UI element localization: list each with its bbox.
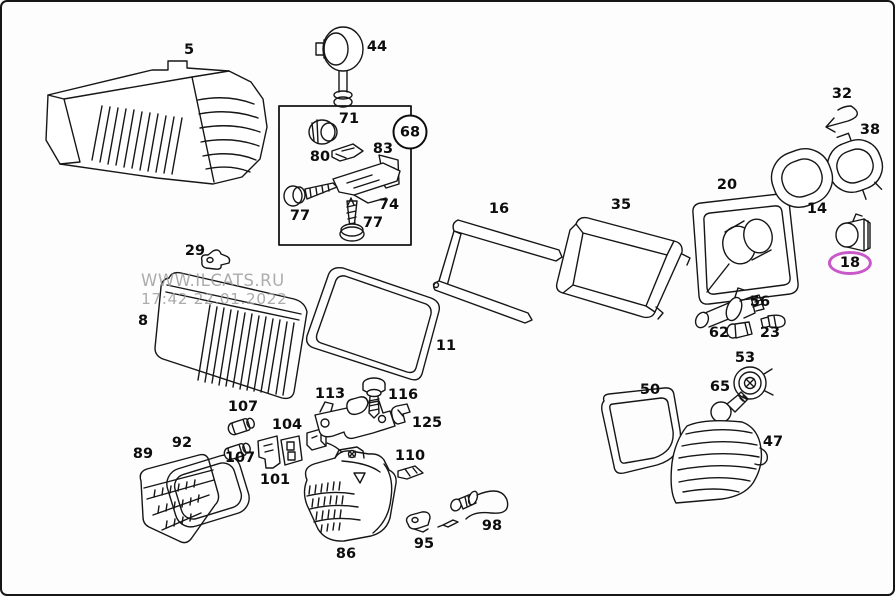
part-20-reflector-housing [692, 193, 799, 305]
part-95-clip [405, 511, 431, 533]
part-116-screw [362, 377, 386, 419]
part-89-fog-lamp-lens [139, 453, 220, 544]
part-label-32[interactable]: 32 [831, 86, 853, 102]
part-label-104[interactable]: 104 [271, 417, 303, 433]
part-label-62[interactable]: 62 [708, 325, 730, 341]
part-11-lens-seal [305, 266, 441, 381]
part-label-98[interactable]: 98 [481, 518, 503, 534]
part-label-89[interactable]: 89 [132, 446, 154, 462]
part-label-29[interactable]: 29 [184, 243, 206, 259]
part-label-8[interactable]: 8 [137, 313, 149, 329]
part-label-113[interactable]: 113 [314, 386, 346, 402]
part-14-seal-ring [770, 148, 834, 208]
part-label-65[interactable]: 65 [709, 379, 731, 395]
part-label-110[interactable]: 110 [394, 448, 426, 464]
part-label-116[interactable]: 116 [387, 387, 419, 403]
part-29-clip [200, 249, 231, 270]
part-50-turn-signal-seal [601, 387, 682, 475]
part-label-38[interactable]: 38 [859, 122, 881, 138]
part-label-11[interactable]: 11 [435, 338, 457, 354]
part-53-bulb-socket [733, 366, 774, 400]
part-label-74[interactable]: 74 [378, 197, 400, 213]
hardware-kit-box [278, 105, 412, 246]
part-label-20[interactable]: 20 [716, 177, 738, 193]
part-38-retaining-ring [826, 132, 884, 200]
part-44-headlamp-adjuster [315, 26, 364, 108]
part-label-14[interactable]: 14 [806, 201, 828, 217]
part-label-125[interactable]: 125 [411, 415, 443, 431]
part-label-5[interactable]: 5 [183, 42, 195, 58]
part-110-clip [397, 465, 424, 480]
part-label-86[interactable]: 86 [335, 546, 357, 562]
part-113-bracket [314, 396, 396, 440]
watermark-line1: WWW.ILCATS.RU [141, 271, 285, 290]
part-65-bulb [710, 391, 749, 423]
part-47-turn-signal-lens [670, 419, 769, 504]
part-5-headlamp-unit [45, 60, 268, 185]
part-107-bulb [227, 417, 255, 436]
part-label-56[interactable]: 56 [749, 294, 771, 310]
part-label-80[interactable]: 80 [309, 149, 331, 165]
part-label-16[interactable]: 16 [488, 201, 510, 217]
part-98-bulb-with-wire [437, 490, 509, 528]
part-label-47[interactable]: 47 [762, 434, 784, 450]
part-8-headlamp-lens [154, 271, 308, 400]
part-label-95[interactable]: 95 [413, 536, 435, 552]
part-74-bracket [332, 162, 401, 204]
part-18-bulb-socket [835, 213, 871, 252]
part-label-107[interactable]: 107 [224, 450, 256, 466]
part-label-68[interactable]: 68 [392, 114, 428, 150]
part-label-83[interactable]: 83 [372, 141, 394, 157]
part-label-18[interactable]: 18 [827, 251, 873, 275]
part-label-101[interactable]: 101 [259, 472, 291, 488]
part-86-fog-lamp [303, 446, 397, 542]
part-23-bulb [760, 314, 786, 329]
part-80-clip [331, 143, 364, 162]
part-label-107[interactable]: 107 [227, 399, 259, 415]
part-label-71[interactable]: 71 [338, 111, 360, 127]
part-77-screw-vertical [339, 197, 365, 242]
part-107-bulb-2 [223, 442, 251, 461]
part-label-23[interactable]: 23 [759, 325, 781, 341]
part-125-clip [390, 403, 411, 425]
part-label-44[interactable]: 44 [366, 39, 388, 55]
watermark: WWW.ILCATS.RU 17:42 22.01.2022 [141, 271, 287, 309]
part-71-nut [308, 119, 338, 145]
part-label-77[interactable]: 77 [362, 215, 384, 231]
part-56-halogen-bulb [694, 287, 765, 329]
part-92-fog-lamp-seal [166, 454, 250, 528]
part-101-bulb-holder [257, 435, 303, 469]
part-16-retaining-frame [432, 219, 563, 324]
part-label-92[interactable]: 92 [171, 435, 193, 451]
part-77-screw-horizontal [283, 182, 338, 207]
part-62-bulb [726, 321, 753, 339]
part-32-direction-arrow [825, 105, 858, 133]
part-label-53[interactable]: 53 [734, 350, 756, 366]
part-label-35[interactable]: 35 [610, 197, 632, 213]
part-label-50[interactable]: 50 [639, 382, 661, 398]
part-label-77[interactable]: 77 [289, 208, 311, 224]
part-35-bezel-frame [555, 216, 691, 320]
watermark-line2: 17:42 22.01.2022 [141, 290, 288, 308]
